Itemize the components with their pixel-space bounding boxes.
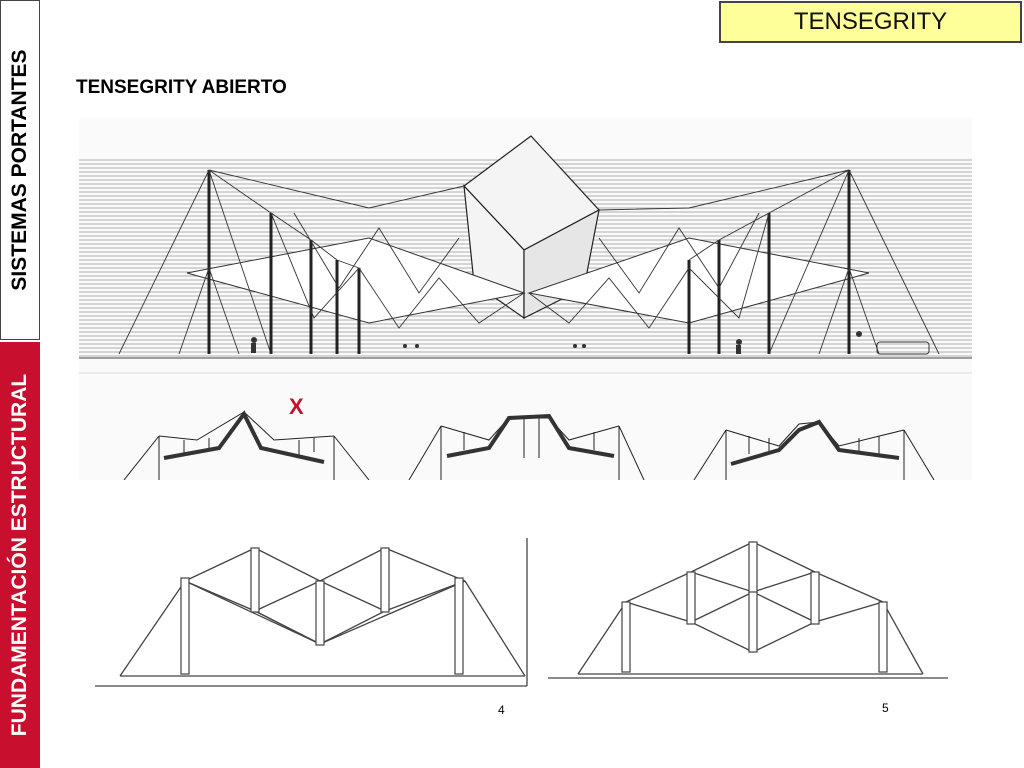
tensegrity-diagram-left bbox=[95, 538, 528, 687]
section-subtitle: TENSEGRITY ABIERTO bbox=[76, 77, 287, 98]
figure-number-left: 4 bbox=[498, 703, 505, 717]
rejected-mark: X bbox=[289, 394, 304, 419]
sidebar-top-label: SISTEMAS PORTANTES bbox=[8, 49, 31, 291]
slide-title: TENSEGRITY bbox=[719, 1, 1022, 43]
sidebar-bottom-panel: FUNDAMENTACIÓN ESTRUCTURAL bbox=[0, 342, 40, 768]
tensegrity-diagram-right bbox=[548, 541, 948, 679]
sidebar-bottom-label: FUNDAMENTACIÓN ESTRUCTURAL bbox=[8, 373, 31, 737]
figure-number-right: 5 bbox=[882, 701, 889, 715]
sidebar-top-panel: SISTEMAS PORTANTES bbox=[0, 0, 40, 340]
tensegrity-perspective-figure: X bbox=[79, 118, 972, 480]
